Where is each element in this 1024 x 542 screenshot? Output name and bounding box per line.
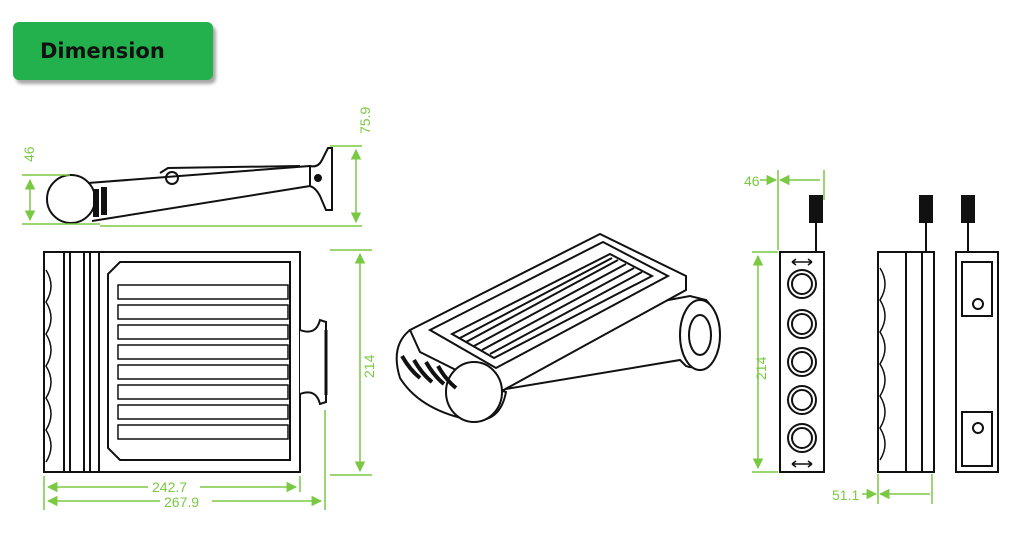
side-view-lens-drawing [779, 195, 825, 473]
dim-label-75-9: 75.9 [357, 107, 373, 134]
dim-label-51-1: 51.1 [832, 487, 859, 503]
side-view-depth-drawing [877, 195, 935, 473]
dim-label-46-top: 46 [21, 146, 37, 162]
front-view-slats [117, 284, 289, 440]
dim-label-214-front: 214 [361, 354, 377, 378]
dim-label-46-side: 46 [744, 173, 760, 189]
dim-label-242-7: 242.7 [152, 479, 187, 495]
side-view-back-drawing [955, 195, 999, 473]
dim-top-view [22, 145, 362, 227]
dim-side-view-b [862, 474, 933, 504]
section-title-badge: Dimension [13, 22, 213, 80]
dim-front-view [43, 249, 372, 510]
isometric-view-drawing [395, 232, 721, 423]
dim-side-view-a [752, 170, 825, 473]
dim-label-214-side: 214 [753, 356, 769, 380]
front-view-drawing [43, 251, 328, 473]
section-title: Dimension [40, 39, 165, 63]
dim-label-267-9: 267.9 [164, 494, 199, 510]
top-view-drawing [46, 147, 333, 224]
